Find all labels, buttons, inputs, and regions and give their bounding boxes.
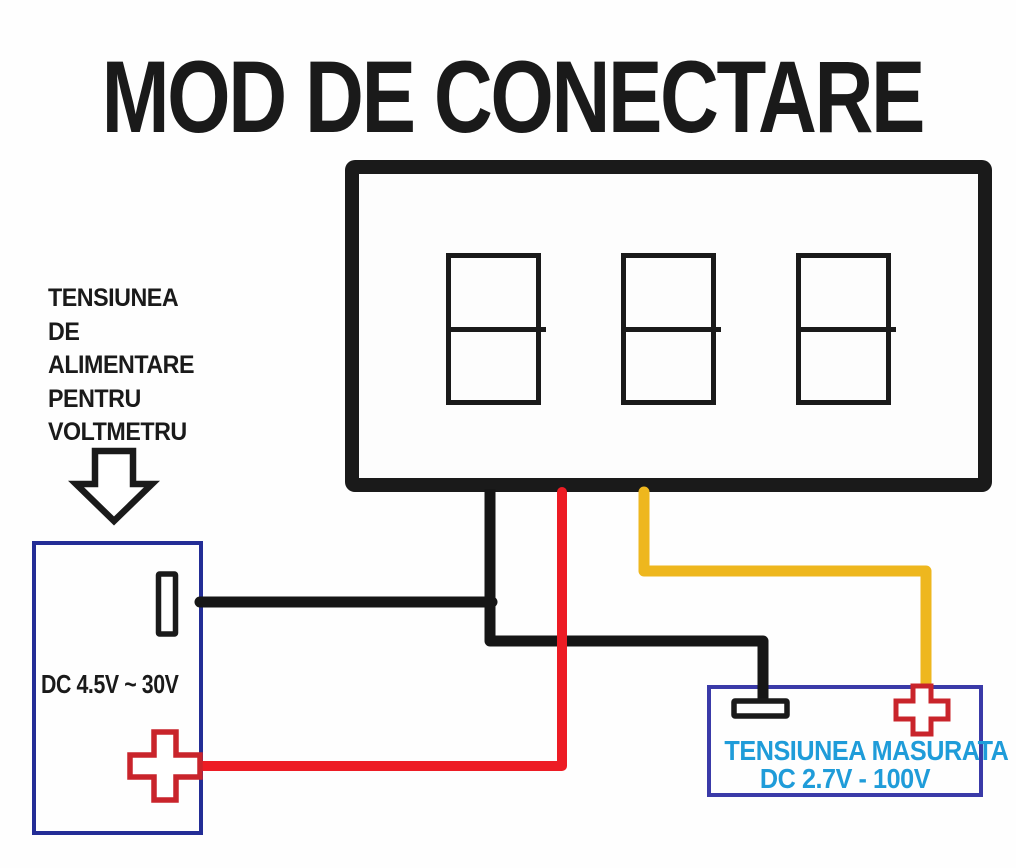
digit-middle-segment bbox=[449, 327, 546, 332]
voltmeter-power-wire bbox=[196, 487, 567, 771]
supply-voltage-label: DC 4.5V ~ 30V bbox=[41, 669, 179, 699]
supply-note-line: ALIMENTARE bbox=[48, 351, 195, 379]
voltmeter-display bbox=[345, 160, 992, 492]
page-title: MOD DE CONECTARE bbox=[101, 40, 926, 154]
supply-box: DC 4.5V ~ 30V bbox=[32, 541, 203, 835]
seven-segment-digit bbox=[621, 253, 721, 405]
voltmeter-ground-wire bbox=[484, 489, 769, 699]
measured-box-title: TENSIUNEA MASURATA bbox=[724, 735, 1009, 766]
seven-segment-digits bbox=[359, 253, 978, 405]
supply-note-line: DE bbox=[48, 317, 80, 346]
supply-note-line: VOLTMETRU bbox=[48, 418, 187, 446]
measured-range-label: DC 2.7V - 100V bbox=[759, 762, 931, 794]
seven-segment-digit bbox=[446, 253, 546, 405]
supply-note-line: TENSIUNEA bbox=[48, 284, 179, 312]
down-arrow-icon bbox=[68, 447, 160, 526]
supply-voltage-note: TENSIUNEA DE ALIMENTARE PENTRU VOLTMETRU bbox=[48, 282, 195, 450]
measured-box-text: TENSIUNEA MASURATA DC 2.7V - 100V bbox=[724, 735, 1009, 794]
measured-box: TENSIUNEA MASURATA DC 2.7V - 100V bbox=[707, 685, 1009, 797]
digit-middle-segment bbox=[799, 327, 896, 332]
supply-note-line: PENTRU bbox=[48, 384, 141, 413]
voltmeter-sense-wire bbox=[638, 486, 932, 693]
seven-segment-digit bbox=[796, 253, 896, 405]
digit-middle-segment bbox=[624, 327, 721, 332]
